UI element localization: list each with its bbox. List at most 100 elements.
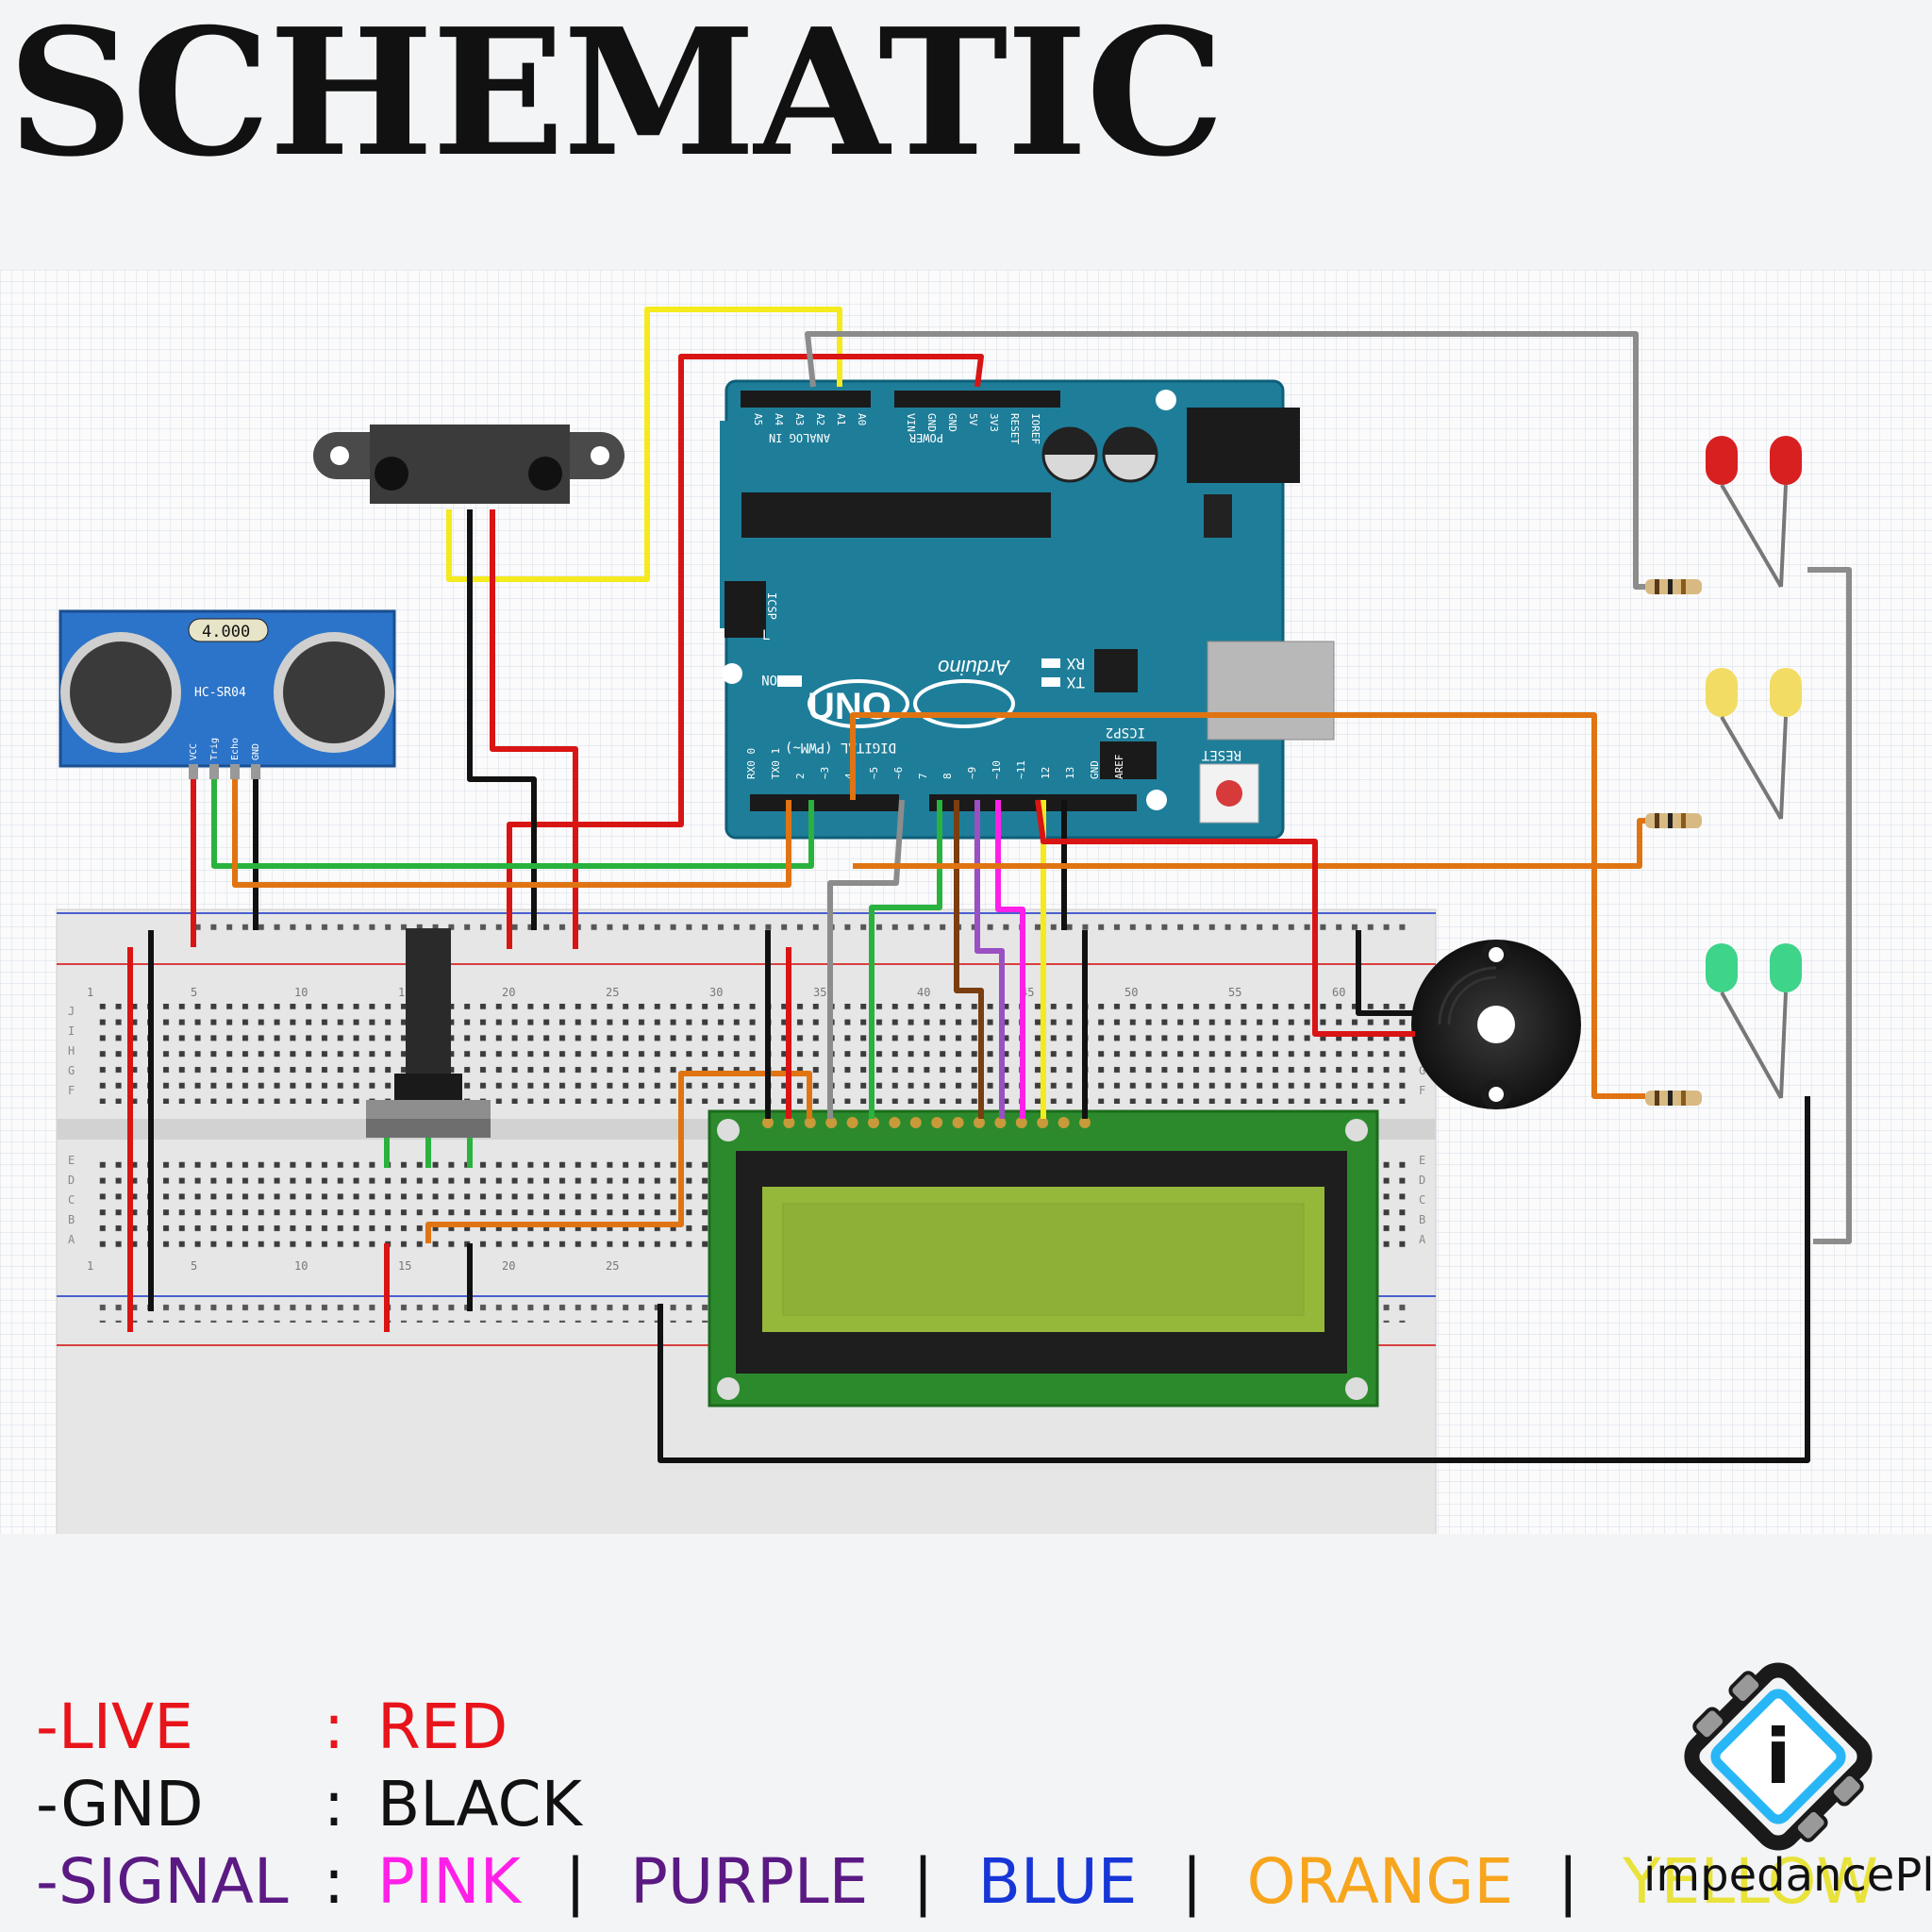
led-group-yellow [1706,668,1802,821]
row-letter: D [1419,1174,1425,1187]
board-brand: Arduino [938,656,1011,679]
legend-live-row: -LIVE : RED [36,1689,1878,1766]
column-number: 35 [813,986,826,999]
board-name: UNO [808,686,891,727]
digital-header-b [929,794,1137,811]
wire-orange-pin4 [853,818,1645,869]
digital-pin-label: 4 [843,773,856,779]
ultrasonic-model: HC-SR04 [194,686,246,700]
legend-signal-pink: PINK [376,1845,521,1918]
legend-pipe: | [564,1845,587,1918]
power-pin-label: IOREF [1029,413,1041,444]
wire-brown-lcd [954,800,984,1119]
lcd-pin [846,1117,858,1128]
wire-red-buzzer [1035,799,1415,1037]
atmega-chip [741,492,1051,538]
digital-pin-label: ~3 [819,767,831,779]
lcd-display [708,1109,1379,1407]
lcd-pin [868,1117,879,1128]
tx-label: TX [1066,674,1085,691]
arduino-board: UNO Arduino ANALOG IN POWER DIGITAL (PWM… [720,379,1335,840]
column-number: 5 [191,986,197,999]
ultrasonic-pin-label: Echo [230,738,241,760]
lcd-pin [994,1117,1007,1128]
row-letter: E [1419,1154,1425,1167]
digital-pin-label: ~10 [991,760,1003,779]
legend-gnd-label: -GND [36,1768,204,1840]
analog-pin-label: A5 [752,413,764,425]
digital-pin-label: 7 [917,773,929,779]
column-number: 50 [1124,986,1138,999]
column-number: 10 [294,986,308,999]
resistor-2 [1645,813,1702,828]
wire-black-buzzer [1356,930,1415,1016]
digital-label: DIGITAL (PWM~) [785,740,896,755]
column-number: 1 [87,986,93,999]
digital-pin-label: ~11 [1015,760,1027,779]
wire-pink-lcd [995,800,1025,1119]
digital-pin-label: TX0 1 [770,748,782,779]
row-letter: F [1419,1084,1425,1097]
column-number: 30 [709,986,723,999]
resistor-1 [1645,579,1702,594]
digital-pin-label: AREF [1113,755,1125,780]
digital-pin-label: RX0 0 [745,748,758,779]
icsp2-label: ICSP2 [1106,724,1145,740]
power-label: POWER [908,431,943,444]
power-pin-label: VIN [905,413,917,432]
voltage-regulator [1204,494,1232,538]
analog-pin-label: A0 [856,413,868,425]
impedanceplus-logo: i [1684,1662,1873,1851]
legend-pipe: | [1181,1845,1203,1918]
ultrasonic-pin-label: GND [251,743,261,760]
resistor-3 [1645,1091,1702,1106]
circuit-diagram: 1155101015152020252530303535404045455050… [0,270,1932,1534]
wire-orange-pin5 [850,712,1645,1099]
wire-color-legend: -LIVE : RED -GND : BLACK -SIGNAL : PINK … [36,1689,1878,1921]
legend-signal-blue: BLUE [977,1845,1138,1918]
digital-pin-label: 13 [1064,767,1076,779]
page-title: SCHEMATIC [8,0,1224,195]
lcd-pin [783,1117,795,1128]
main-holes-top [91,1004,1415,1104]
lcd-pin [762,1117,774,1128]
legend-pipe: | [912,1845,934,1918]
row-letter: C [1419,1193,1425,1207]
lcd-pin [974,1117,985,1128]
row-letter: C [68,1193,75,1207]
wire-black-ir [467,509,537,930]
legend-live-label: -LIVE [36,1690,193,1763]
lcd-pin [1015,1117,1027,1128]
wire-green-trig [211,779,814,869]
digital-pin-label: 8 [941,773,954,779]
lcd-pin [1058,1117,1070,1128]
wire-black-ground-loop [658,1096,1810,1463]
icsp-label: ICSP [765,592,778,620]
column-number: 15 [398,1259,411,1273]
analog-pin-label: A4 [773,413,785,426]
legend-signal-yellow: YELLOW [1623,1845,1878,1918]
rail-holes-top [187,921,1413,940]
reset-label: RESET [1201,747,1241,762]
lcd-pin [1079,1117,1091,1128]
legend-separator: : [323,1768,345,1840]
lcd-pin [909,1117,922,1128]
usb-port [1207,641,1335,741]
row-letter: E [68,1154,75,1167]
digital-pin-label: ~6 [892,767,905,779]
row-letter: B [68,1213,75,1226]
on-label: ON [761,672,777,687]
row-letter: G [68,1064,75,1077]
analog-pin-label: A3 [793,413,806,425]
legend-signal-purple: PURPLE [630,1845,869,1918]
logo-letter: i [1765,1713,1790,1801]
ultrasonic-pin-label: Trig [209,738,220,760]
wire-yellow-ir [446,307,842,582]
column-number: 25 [606,986,619,999]
lcd-pin [825,1117,838,1128]
wire-red-ir [490,509,578,949]
wire-gray-lcd [827,799,905,1119]
